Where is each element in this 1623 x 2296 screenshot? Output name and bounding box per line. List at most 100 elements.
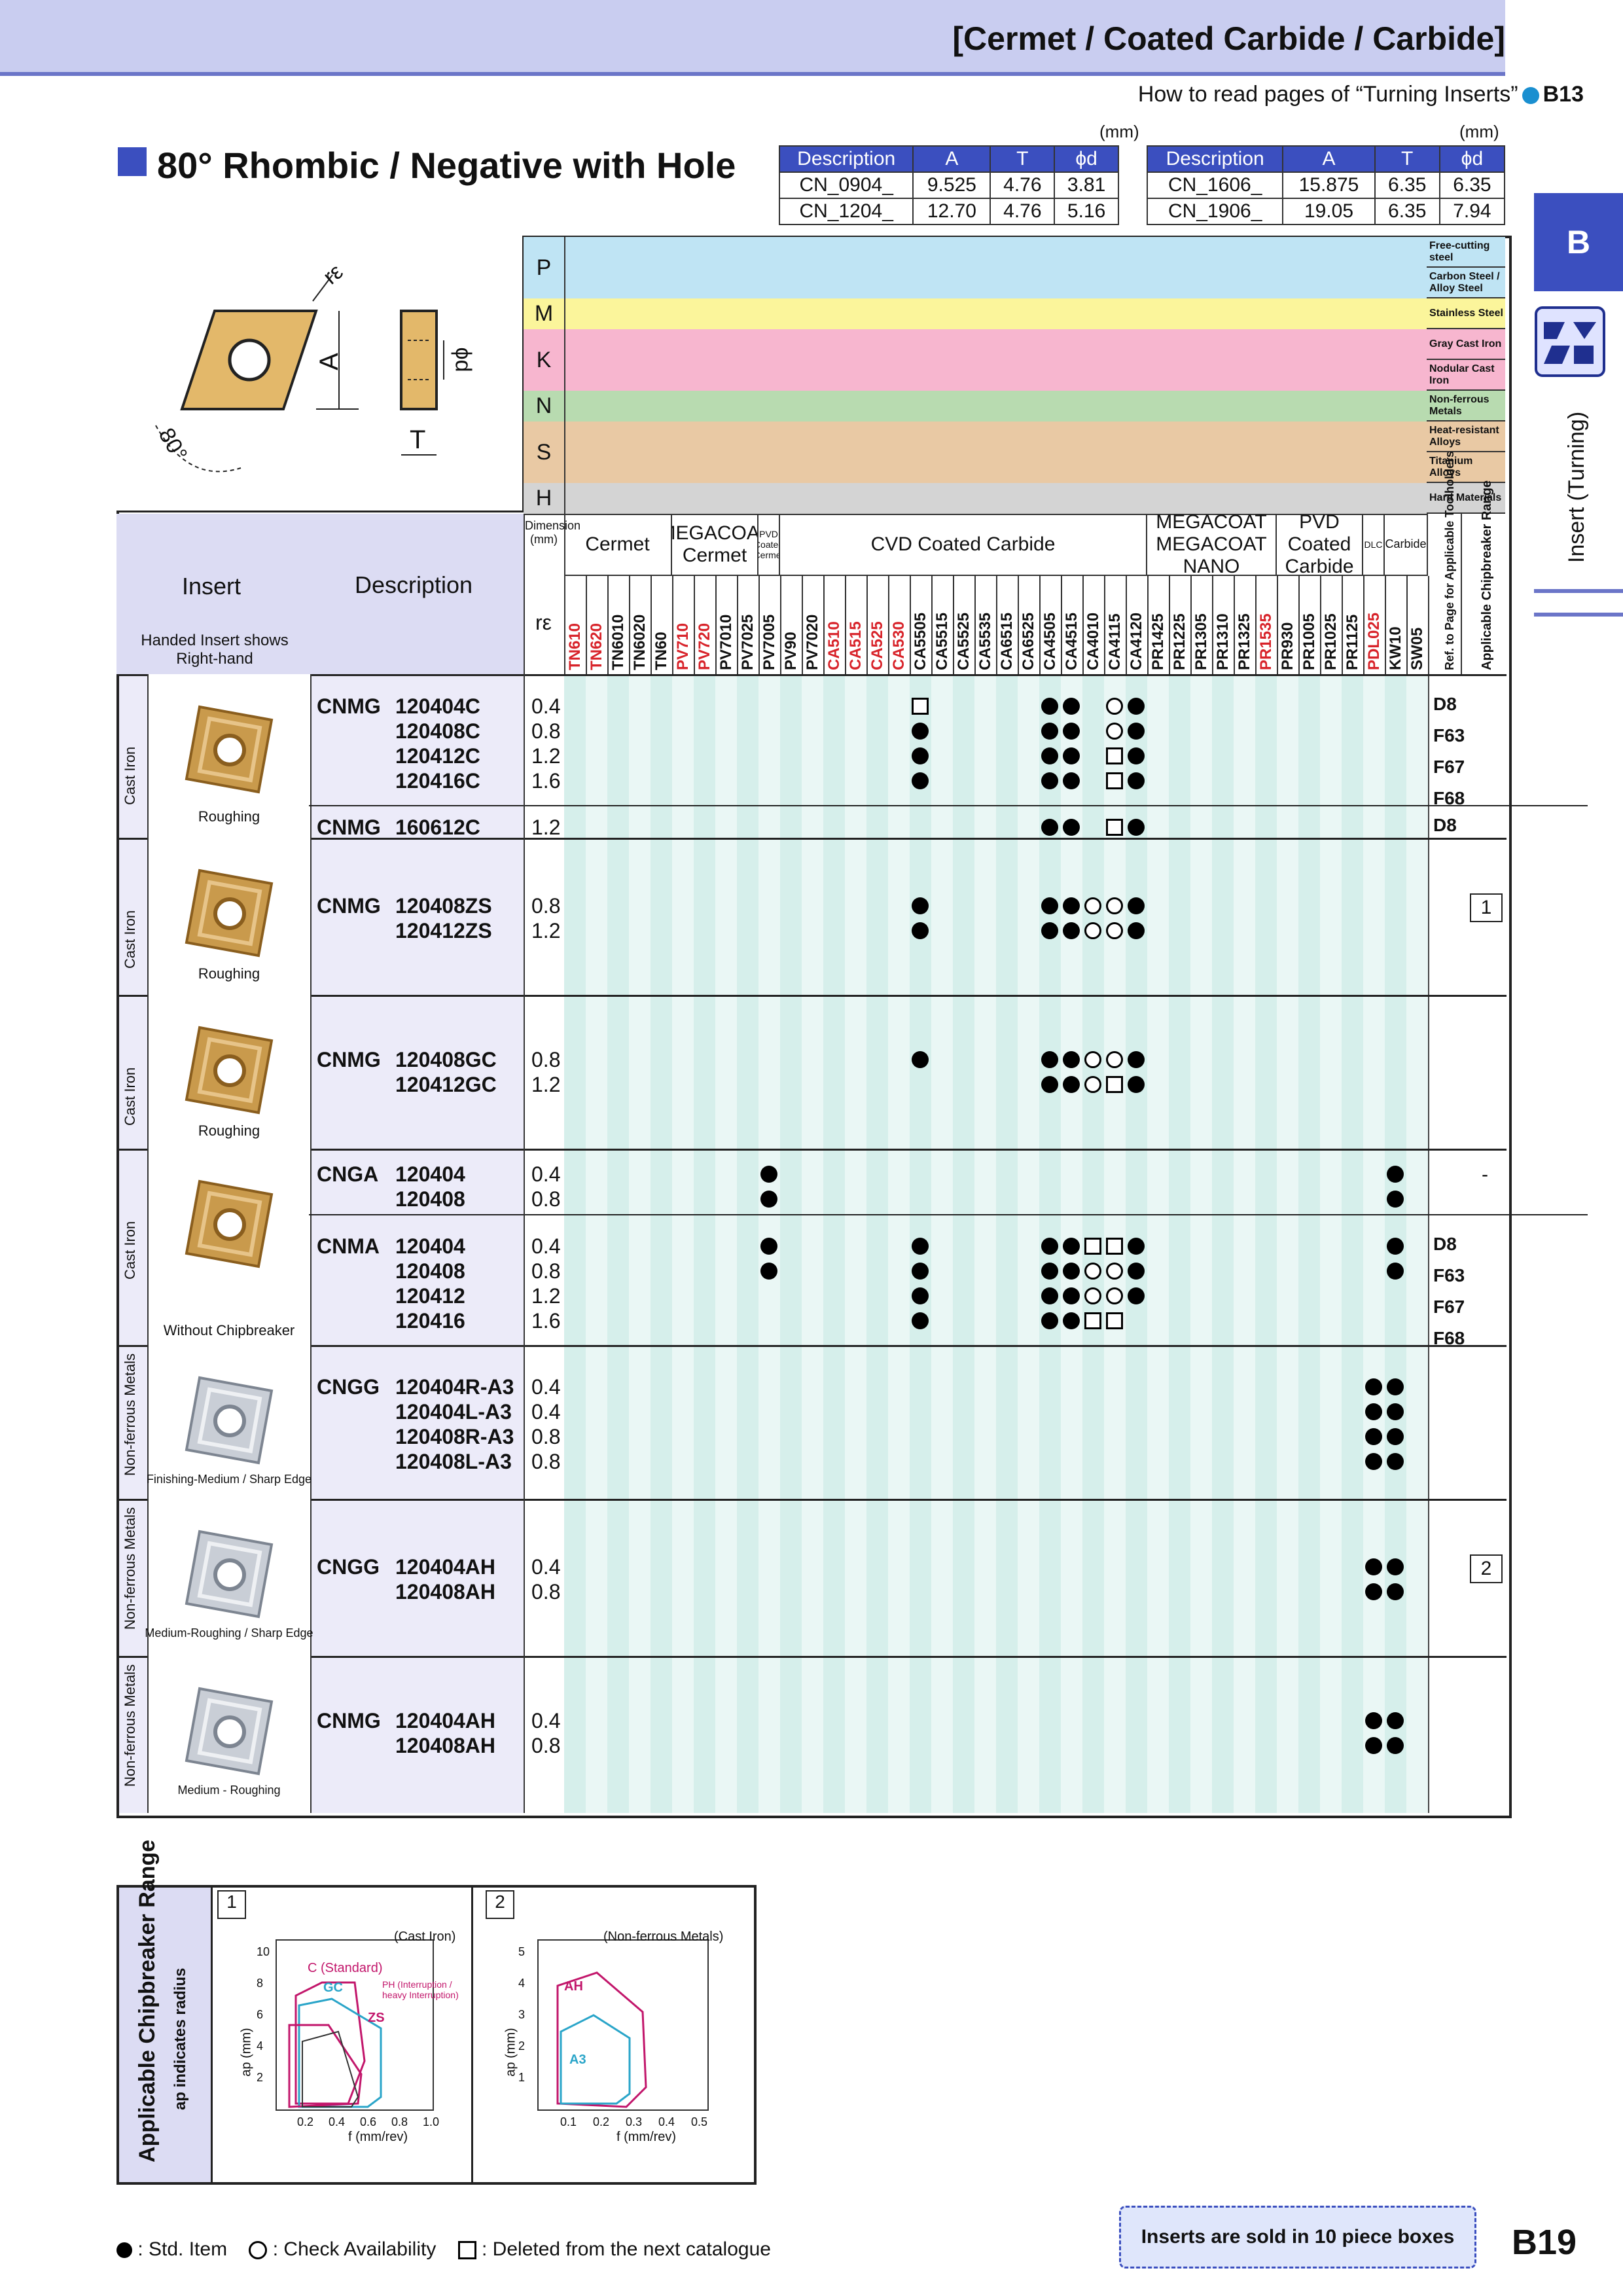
insert-description[interactable]: 120408 [395, 1187, 465, 1211]
toolholder-ref[interactable]: F67 [1433, 757, 1465, 777]
insert-description[interactable]: 120404AH [395, 1555, 495, 1579]
grade-header: CA515 [845, 576, 868, 674]
chipbreaker-range-panel: Applicable Chipbreaker Range ap indicate… [116, 1840, 757, 2185]
howto-link[interactable]: How to read pages of “Turning Inserts”B1… [1138, 82, 1584, 107]
check-availability-mark [1106, 1287, 1123, 1304]
y-tick-label: 1 [518, 2071, 526, 2084]
insert-description[interactable]: 120408 [395, 1259, 465, 1283]
deleted-item-mark [1106, 772, 1123, 789]
toolholder-ref[interactable]: D8 [1433, 1234, 1457, 1254]
nose-radius: 0.8 [531, 1048, 561, 1071]
grade-label: PR930 [1278, 622, 1296, 670]
check-availability-mark [1106, 1263, 1123, 1280]
chipbreaker-range-ref[interactable]: 1 [1470, 893, 1503, 922]
chart-divider [471, 1888, 473, 2182]
nose-radius: 0.4 [531, 694, 561, 718]
grade-label: CA5535 [976, 612, 994, 670]
std-item-mark [1365, 1453, 1382, 1470]
insert-description[interactable]: 120408R-A3 [395, 1425, 514, 1448]
toolholder-ref[interactable]: F63 [1433, 1265, 1465, 1285]
toolholder-ref[interactable]: F63 [1433, 725, 1465, 745]
grade-header: PV90 [780, 576, 803, 674]
insert-heading: Insert [182, 573, 241, 600]
insert-type: Without Chipbreaker [163, 1322, 295, 1338]
insert-description[interactable]: 120404C [395, 694, 480, 718]
grade-header: CA5535 [974, 576, 997, 674]
range-header: Applicable Chipbreaker Range [1461, 480, 1499, 674]
std-item-mark [1387, 1238, 1404, 1255]
insert-description[interactable]: 120404AH [395, 1709, 495, 1732]
material-label: Gray Cast Iron [1427, 329, 1505, 360]
grade-header: CA525 [866, 576, 889, 674]
chart-caption: (Cast Iron) [394, 1929, 456, 1944]
grade-label: PR1125 [1343, 614, 1361, 670]
nose-radius: 1.6 [531, 769, 561, 793]
insert-description[interactable]: 120404L-A3 [395, 1400, 512, 1424]
std-item-mark [760, 1191, 777, 1208]
grade-column [996, 674, 1019, 1813]
std-item-mark [1041, 1238, 1058, 1255]
grade-group-header: PVD Coated Carbide [1277, 514, 1363, 576]
col-header: A [912, 145, 991, 173]
insert-description[interactable]: 120412ZS [395, 919, 492, 942]
std-item-mark [1063, 1287, 1080, 1304]
insert-description[interactable]: 120404 [395, 1234, 465, 1258]
x-tick-label: 0.8 [391, 2115, 408, 2128]
grade-header: PR1305 [1190, 576, 1213, 674]
category-label: Non-ferrous Metals [122, 1664, 151, 1800]
grade-group-header: MEGACOAT MEGACOAT NANO [1147, 514, 1277, 576]
toolholder-ref[interactable]: F67 [1433, 1297, 1465, 1317]
std-item-mark [760, 1263, 777, 1280]
material-letter: H [524, 483, 565, 514]
grade-header: TN610 [564, 576, 587, 674]
insert-code: CNMG [317, 1048, 381, 1071]
insert-description[interactable]: 160612C [395, 816, 480, 839]
grade-label: PR1325 [1235, 613, 1253, 670]
std-item-mark [1128, 772, 1145, 789]
y-tick-label: 3 [518, 2008, 526, 2021]
toolholder-ref[interactable]: D8 [1433, 815, 1457, 835]
insert-description[interactable]: 120408C [395, 719, 480, 743]
material-label: Heat-resistant Alloys [1427, 422, 1505, 452]
marks-legend: : Std. Item : Check Availability : Delet… [116, 2238, 771, 2261]
grade-column [888, 674, 911, 1813]
insert-description[interactable]: 120408GC [395, 1048, 497, 1071]
std-item-mark [1063, 819, 1080, 836]
insert-description[interactable]: 120416C [395, 769, 480, 793]
insert-description[interactable]: 120408ZS [395, 894, 492, 918]
insert-description[interactable]: 120408AH [395, 1580, 495, 1604]
toolholder-ref[interactable]: D8 [1433, 694, 1457, 714]
toolholder-ref[interactable]: F68 [1433, 1328, 1465, 1348]
description-cell [309, 995, 525, 1149]
nose-radius: 0.4 [531, 1555, 561, 1579]
category-text: Cast Iron [122, 1221, 138, 1280]
row-divider [116, 1499, 1507, 1501]
insert-description[interactable]: 120416 [395, 1309, 465, 1333]
insert-code: CNMG [317, 816, 381, 839]
insert-description[interactable]: 120404R-A3 [395, 1375, 514, 1399]
chipbreaker-range-ref[interactable]: - [1482, 1164, 1488, 1185]
t-label: T [410, 425, 426, 454]
insert-description[interactable]: 120412GC [395, 1073, 497, 1096]
insert-description[interactable]: 120408AH [395, 1734, 495, 1757]
insert-description[interactable]: 120412 [395, 1284, 465, 1308]
insert-code: CNGA [317, 1162, 379, 1186]
insert-description[interactable]: 120404 [395, 1162, 465, 1186]
d-label: ϕd [450, 347, 476, 372]
toolholder-ref[interactable]: F68 [1433, 788, 1465, 808]
grade-header: KW10 [1385, 576, 1408, 674]
section-tab[interactable]: B [1534, 193, 1623, 291]
std-item-mark [1041, 1051, 1058, 1068]
grade-column [1190, 674, 1213, 1813]
chipbreaker-range-ref[interactable]: 2 [1470, 1554, 1503, 1583]
grade-header: CA530 [888, 576, 911, 674]
insert-description[interactable]: 120408L-A3 [395, 1450, 512, 1473]
grade-column [1234, 674, 1257, 1813]
std-item-mark [1365, 1712, 1382, 1729]
grade-header: CA5525 [953, 576, 976, 674]
insert-code: CNMG [317, 694, 381, 718]
material-letter: K [524, 329, 565, 391]
grade-column [866, 674, 889, 1813]
series-label: PH (Interruption / heavy Interruption) [382, 1979, 459, 2000]
insert-description[interactable]: 120412C [395, 744, 480, 768]
